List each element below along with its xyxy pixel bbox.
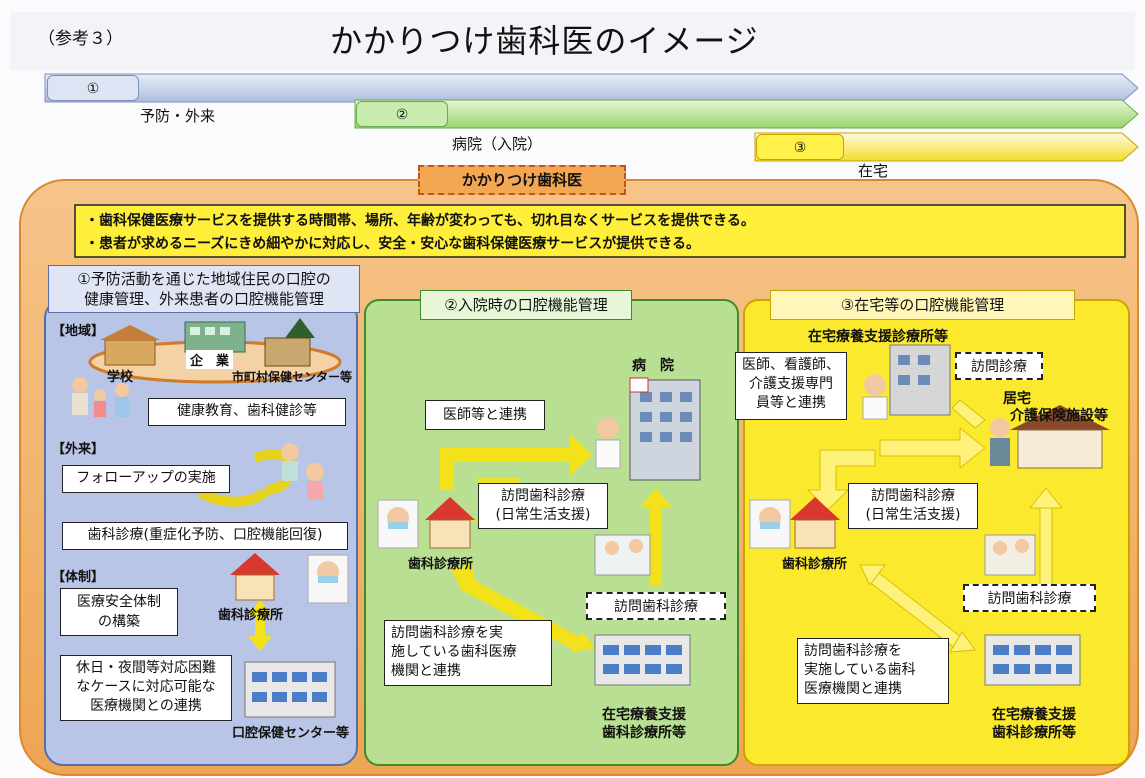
holiday-box: 休日・夜間等対応困難 なケースに対応可能な 医療機関との連携 <box>60 655 232 721</box>
section-outpatient: 【外来】 <box>52 442 105 457</box>
safety-box: 医療安全体制 の構築 <box>60 588 178 636</box>
reference-label: （参考３） <box>38 29 123 49</box>
home-label-line-1: 居宅 <box>1003 391 1031 407</box>
visit-dental-support-line-2: (日常生活支援) <box>495 507 591 523</box>
doctor-nurse-box: 医師、看護師、 介護支援専門 員等と連携 <box>735 352 847 420</box>
coop-line-2: 施している歯科医療 <box>391 644 517 660</box>
home-support-clinic-building <box>889 344 951 416</box>
summary-box <box>74 204 1126 258</box>
coop-box-2: 訪問歯科診療を実 施している歯科医療 機関と連携 <box>384 620 552 686</box>
header-bar <box>10 12 1135 70</box>
doctor-nurse-line-2: 介護支援専門 <box>749 376 833 392</box>
home-support-label: 在宅療養支援診療所等 <box>808 329 948 345</box>
school-illustration <box>100 325 160 366</box>
coop3-line-3: 医療機関と連携 <box>804 681 902 697</box>
oral-center-label: 口腔保健センター等 <box>232 726 350 741</box>
panel1-title-line-1: ①予防活動を通じた地域住民の口腔の <box>77 270 331 288</box>
support-clinic-label-3-line-1: 在宅療養支援 <box>992 707 1076 723</box>
visit-dental-support-box: 訪問歯科診療 (日常生活支援) <box>478 483 608 529</box>
support-clinic-label-2-line-2: 歯科診療所等 <box>602 725 686 741</box>
company-label: 企 業 <box>186 350 234 369</box>
hospital-label: 病 院 <box>632 358 674 374</box>
hospital-building-illustration <box>629 377 701 481</box>
oral-center-building <box>244 661 336 718</box>
coop-line-3: 機関と連携 <box>391 663 461 679</box>
coop3-line-2: 実施している歯科 <box>804 662 916 678</box>
coop-box-3: 訪問歯科診療を 実施している歯科 医療機関と連携 <box>797 638 949 704</box>
dentist-illustration-1 <box>307 554 349 604</box>
coop-line-1: 訪問歯科診療を実 <box>391 625 503 641</box>
panel2-title: ②入院時の口腔機能管理 <box>420 290 632 320</box>
followup-box: フォローアップの実施 <box>62 465 230 493</box>
home-label-line-2: 介護保険施設等 <box>1010 408 1108 424</box>
panel1-title: ①予防活動を通じた地域住民の口腔の 健康管理、外来患者の口腔機能管理 <box>48 265 360 313</box>
section-system: 【体制】 <box>52 570 105 585</box>
phase-arrow-2 <box>354 99 1139 129</box>
dentist-illustration-2 <box>377 499 419 549</box>
caregiver-illustration <box>990 418 1010 466</box>
summary-line-1: ・歯科保健医療サービスを提供する時間帯、場所、年齢が変わっても、切れ目なくサービ… <box>85 213 755 229</box>
family-illustration <box>72 377 129 417</box>
center-title: かかりつけ歯科医 <box>418 165 626 195</box>
phase-2-label: 病院（入院） <box>452 135 543 153</box>
health-edu-box: 健康教育、歯科健診等 <box>148 398 346 426</box>
visit-care-box: 訪問診療 <box>955 352 1043 380</box>
phase-2-number: ② <box>356 101 448 127</box>
health-center-illustration <box>264 318 315 367</box>
section-region: 【地域】 <box>52 324 105 339</box>
panel2-clinic-label: 歯科診療所 <box>408 557 474 572</box>
phase-1-number: ① <box>47 75 139 101</box>
support-clinic-building-2 <box>594 634 691 686</box>
phase-1-label: 予防・外来 <box>140 107 216 125</box>
double-arrow-1 <box>248 600 272 651</box>
support-clinic-building-3 <box>984 634 1081 686</box>
doctor-link-box: 医師等と連携 <box>425 400 545 430</box>
coop3-line-1: 訪問歯科診療を <box>804 643 902 659</box>
dentist-illustration-3 <box>749 499 791 549</box>
visit-dental-support-line-1: 訪問歯科診療 <box>501 488 585 504</box>
phase-arrow-3 <box>754 132 1139 162</box>
holiday-line-3: 医療機関との連携 <box>90 698 202 714</box>
company-building-illustration <box>184 321 246 353</box>
panel2-bg <box>364 299 739 766</box>
phase-arrow-1 <box>44 73 1139 103</box>
support-clinic-label-3-line-2: 歯科診療所等 <box>992 725 1076 741</box>
support-clinic-label-2-line-1: 在宅療養支援 <box>602 707 686 723</box>
school-label: 学校 <box>107 370 134 385</box>
holiday-line-2: なケースに対応可能な <box>76 679 216 695</box>
visit-dental-box-2: 訪問歯科診療 <box>586 592 726 620</box>
holiday-line-1: 休日・夜間等対応困難 <box>76 660 216 676</box>
doctor-illustration-2 <box>595 417 621 469</box>
panel1-title-line-2: 健康管理、外来患者の口腔機能管理 <box>83 290 324 308</box>
summary-line-2: ・患者が求めるニーズにきめ細やかに対応し、安全・安心な歯科保健医療サービスが提供… <box>85 236 701 252</box>
visit-dental-support-box-3: 訪問歯科診療 (日常生活支援) <box>848 483 978 529</box>
phase-3-label: 在宅 <box>858 162 889 180</box>
visit-dental-support-3-line-1: 訪問歯科診療 <box>871 488 955 504</box>
panel3-title: ③在宅等の口腔機能管理 <box>770 290 1075 320</box>
patient-bed-illustration-2 <box>594 534 651 576</box>
doctor-nurse-line-1: 医師、看護師、 <box>742 357 840 373</box>
panel3-clinic-label: 歯科診療所 <box>782 557 848 572</box>
safety-line-2: の構築 <box>98 614 140 630</box>
visit-dental-support-3-line-2: (日常生活支援) <box>865 507 961 523</box>
doctor-illustration-3 <box>862 374 888 420</box>
panel1-clinic-label: 歯科診療所 <box>218 608 284 623</box>
clinic-house-illustration-2 <box>425 497 475 549</box>
page-title: かかりつけ歯科医のイメージ <box>330 22 759 60</box>
phase-3-number: ③ <box>756 134 844 160</box>
health-center-label: 市町村保健センター等 <box>232 370 353 384</box>
doctor-nurse-line-3: 員等と連携 <box>756 395 826 411</box>
panel3-arrows <box>806 399 1064 653</box>
caregiver-elder-illustration-3 <box>984 534 1036 576</box>
clinic-house-illustration-3 <box>790 497 840 549</box>
dental-care-box: 歯科診療(重症化予防、口腔機能回復) <box>62 522 348 550</box>
dentist-patient-illustration <box>281 443 324 499</box>
visit-dental-box-3: 訪問歯科診療 <box>963 584 1096 612</box>
home-house-illustration <box>1010 405 1110 469</box>
safety-line-1: 医療安全体制 <box>77 594 161 610</box>
clinic-house-illustration-1 <box>230 553 280 601</box>
